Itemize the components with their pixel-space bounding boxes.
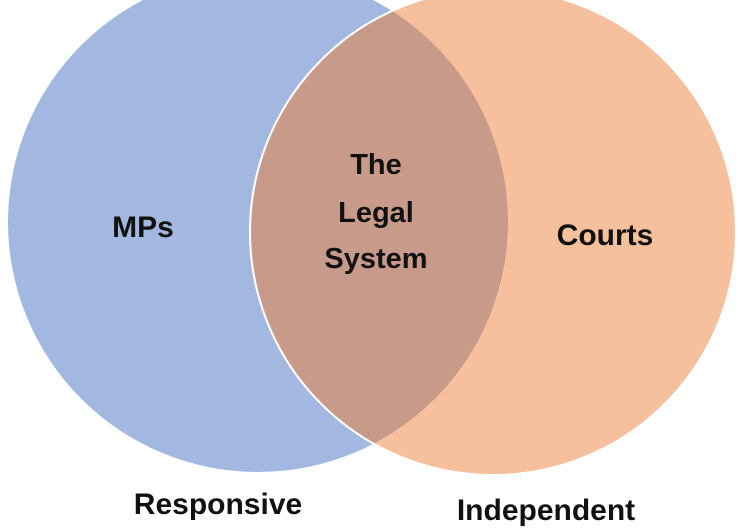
right-set-label: Courts xyxy=(557,219,654,252)
overlap-label-line-2: Legal xyxy=(338,197,414,229)
overlap-label-line-3: System xyxy=(324,243,427,275)
left-set-label: MPs xyxy=(112,211,174,244)
overlap-label-line-1: The xyxy=(350,149,402,181)
left-set-caption: Responsive xyxy=(134,488,302,521)
right-set-caption: Independent xyxy=(457,494,635,527)
overlap-region xyxy=(249,0,508,472)
